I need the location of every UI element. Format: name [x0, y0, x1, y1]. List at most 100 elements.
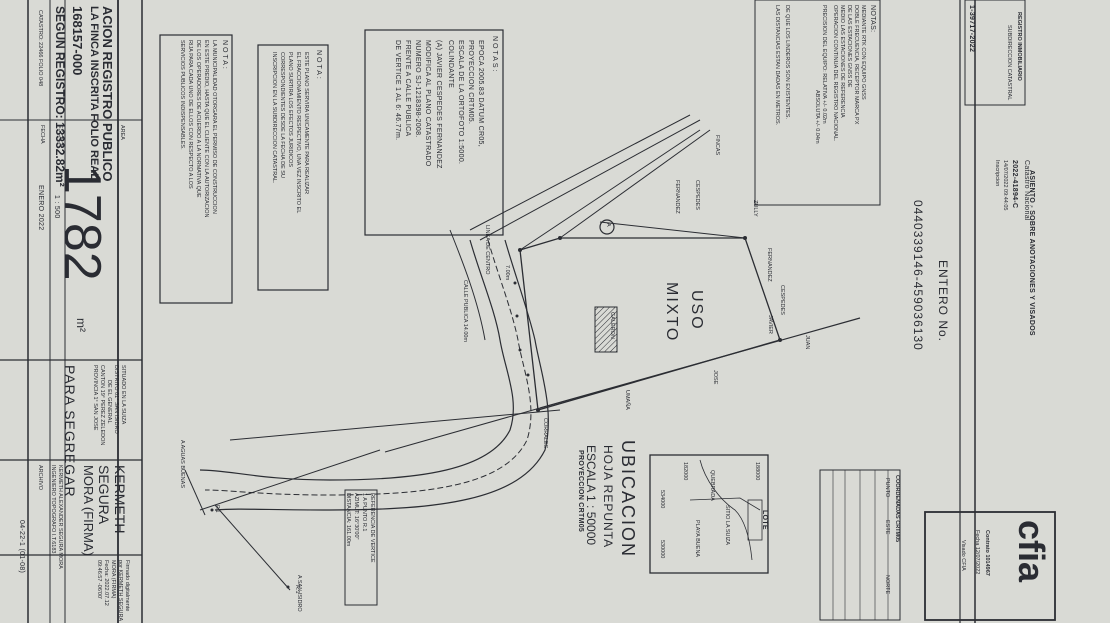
colindante-cespedes: CESPEDES — [694, 180, 700, 210]
ubic-small-3: QUEBRADA — [709, 470, 715, 501]
sig-2: por KERMETH SEGURA — [117, 560, 123, 622]
colindante-a-marker — [599, 219, 615, 235]
nota2-line-2: EL FRACCIONAMIENTO RESPECTIVO, UNA VEZ I… — [295, 52, 301, 214]
catastro-nacional: Catastro Nacional — [1023, 160, 1030, 221]
nota-box-municipal — [159, 34, 233, 304]
situado-2: DISTRITO 01° SAN ISIDRO — [113, 365, 119, 434]
nota-box-fraccionamiento — [257, 44, 329, 291]
notas-line-8: FRENTE A CALLE PUBLICA — [404, 40, 411, 137]
top-notas-2: DOBLE FRECUENCIA, RECEPTOR MARCA PX — [853, 5, 859, 125]
ubicacion-lote: LOTE — [761, 510, 768, 530]
nota-line-1: LA MUNICIPALIDAD OTORGARA EL PERMISO DE … — [211, 40, 217, 214]
archivo-code: 04-22-1 (01-08) — [18, 520, 25, 574]
registry-sub: SUBDIRECCION CATASTRAL — [1006, 25, 1012, 101]
coord-2: 182000 — [682, 462, 688, 481]
fecha-label: FECHA — [39, 125, 45, 144]
location-map-frame — [649, 454, 769, 574]
coord-table-header: COORDENADAS CRTM05 — [894, 475, 900, 543]
escala-value: 1 : 500 — [53, 195, 60, 219]
uso-label: USO — [688, 290, 705, 331]
nota2-title: NOTA: — [315, 50, 322, 81]
galeron-building — [594, 306, 618, 353]
nota-title: NOTA: — [221, 40, 228, 71]
catastro-number: 2022-41894-C — [1011, 160, 1018, 209]
notas-box — [364, 29, 504, 236]
top-notas-1: MEDIANTE RTK CON EQUIPO GNSS — [860, 5, 866, 100]
coord-col-1: PUNTO — [884, 478, 890, 498]
top-notas-9: LAS DISTANCIAS ESTAN DADAS EN METROS. — [774, 5, 780, 126]
road-center — [204, 239, 532, 496]
p1-label: P.1 — [214, 505, 220, 513]
nota-line-2: EN ESTE PREDIO, HASTA QUE EL CLIENTE CON… — [203, 40, 209, 218]
coord-col-2: ESTE — [884, 520, 890, 535]
sig-4: Fecha: 2022.07.12 — [103, 560, 109, 606]
mixto-label: MIXTO — [663, 282, 680, 343]
catastro-date: 14/07/2022 09:44:05 — [1002, 160, 1008, 211]
nota2-line-3: PLANO SURTIRA LOS EFECTOS JURIDICOS — [287, 52, 293, 168]
situado-4: CANTON 19° PEREZ ZELEDON — [99, 365, 105, 446]
nota2-line-5: INSCRIPCION EN LA SUBDIRECCION CATASTRAL… — [271, 52, 277, 184]
top-notas-6: PRECISION DEL EQUIPO: RELATIVA +/- 0.02m — [821, 5, 827, 124]
ubicacion-proyeccion: PROYECCION CRTM05 — [577, 450, 584, 533]
top-notas-7: ABSOLUTA +/- 0.04m — [814, 90, 820, 144]
escala-label: ESCALA — [57, 125, 63, 147]
referencia-3: AZIMUT: 16°30'00" — [353, 493, 359, 540]
title-heading-1: ACION REGISTRO PUBLICO — [100, 6, 115, 182]
referencia-1: REFERENCIA DE VERTICE — [369, 493, 375, 563]
colindante-juan: JUAN — [804, 335, 810, 350]
title-heading-2: LA FINCA INSCRITA FOLIO REAL — [88, 6, 100, 180]
ubicacion-title: UBICACION — [618, 440, 638, 559]
situado-3: DE EL GENERAL — [106, 380, 112, 424]
owner-name-3: MORA (FIRMA) — [81, 465, 96, 556]
top-notas-title: NOTAS: — [869, 5, 876, 33]
sig-3: MORA (FIRMA) — [110, 560, 116, 599]
a-label: A — [605, 223, 611, 227]
folio-real: 168157-000 — [70, 6, 85, 76]
colindante-umana: UMAÑA — [624, 390, 630, 410]
top-notes-box — [754, 0, 881, 206]
nota-line-3: DE LOS OPERADORES DE ACUERDO A LA NORMAT… — [195, 40, 201, 198]
nota-line-5: SERVICIOS PUBLICOS INDISPENSABLES. — [179, 40, 185, 150]
notas-line-4: COLINDANTE — [447, 40, 454, 89]
cfia-stamp-box — [924, 511, 1056, 621]
calle-publica: CALLE PUBLICA 14.00m — [462, 280, 468, 343]
vertex-points — [210, 236, 782, 589]
top-notas-8: DE QUE LOS LINDEROS SON EXISTENTES. — [784, 5, 790, 119]
area-unit: m² — [74, 318, 88, 332]
nota2-line-1: ESTE PLANO SERVIRA UNICAMENTE PARA REALI… — [303, 52, 309, 194]
coord-1: 188000 — [754, 462, 760, 481]
referencia-4: DISTANCIA: 161.00m — [345, 493, 351, 547]
ubic-small-2: PLAYA BUENA — [694, 520, 700, 558]
colindante-fernandez: FERNANDEZ — [674, 180, 680, 214]
ubicacion-hoja: HOJA REPUNTA — [601, 445, 615, 549]
top-notas-3: DE LAS ESTACIONES GNSS DE — [846, 5, 852, 88]
situado-1: SITUADO EN LA SUIZA — [120, 365, 126, 425]
colindante-javier: JAVIER — [767, 315, 773, 334]
archivo-label: ARCHIVO — [37, 465, 43, 491]
notas-line-6: MODIFICA AL PLANO CATASTRADO — [424, 40, 431, 167]
notas-line-9: DE VERTICE 1 AL 6: 46.77m. — [394, 40, 401, 141]
folio-small: CATASTRO: 22466 FOLIO 048 — [37, 10, 43, 87]
cfia-logo: cfia — [1011, 520, 1052, 583]
owner-detail: KERMETH ALEXANDER SEGURA MORA — [57, 465, 63, 569]
r1-label: R.1 — [294, 585, 300, 594]
segun-registro: SEGUN REGISTRO: 13332.82m² — [53, 6, 67, 187]
colindante-fernandez-2: FERNANDEZ — [766, 248, 772, 282]
owner-name-2: SEGURA — [96, 465, 112, 525]
notas-line-3: ESCALA DE LA ORTOFOTO 1:5000. — [457, 40, 464, 165]
colindante-corrales: CORRALES — [542, 418, 548, 449]
registry-header: REGISTRO INMOBILIARIO — [1016, 12, 1022, 81]
width-label: 7.00m — [504, 265, 510, 281]
notas-line-5: (A) JAVIER CESPEDES FERNANDEZ — [435, 40, 442, 169]
owner-name-1: KERMETH — [112, 465, 128, 534]
parcel-outline — [519, 237, 781, 411]
entero-value: 0440339146-459036130 — [911, 200, 925, 351]
area-value: 1782 — [53, 165, 111, 281]
fecha-value: ENERO 2022 — [37, 185, 44, 231]
sig-1: Firmado digitalmente — [124, 560, 130, 612]
coord-col-3: NORTE — [884, 575, 890, 595]
entero-label: ENTERO No. — [936, 260, 950, 343]
cfia-contrato: Contrato 1014967 — [984, 530, 990, 576]
road-edge-1 — [199, 239, 514, 481]
